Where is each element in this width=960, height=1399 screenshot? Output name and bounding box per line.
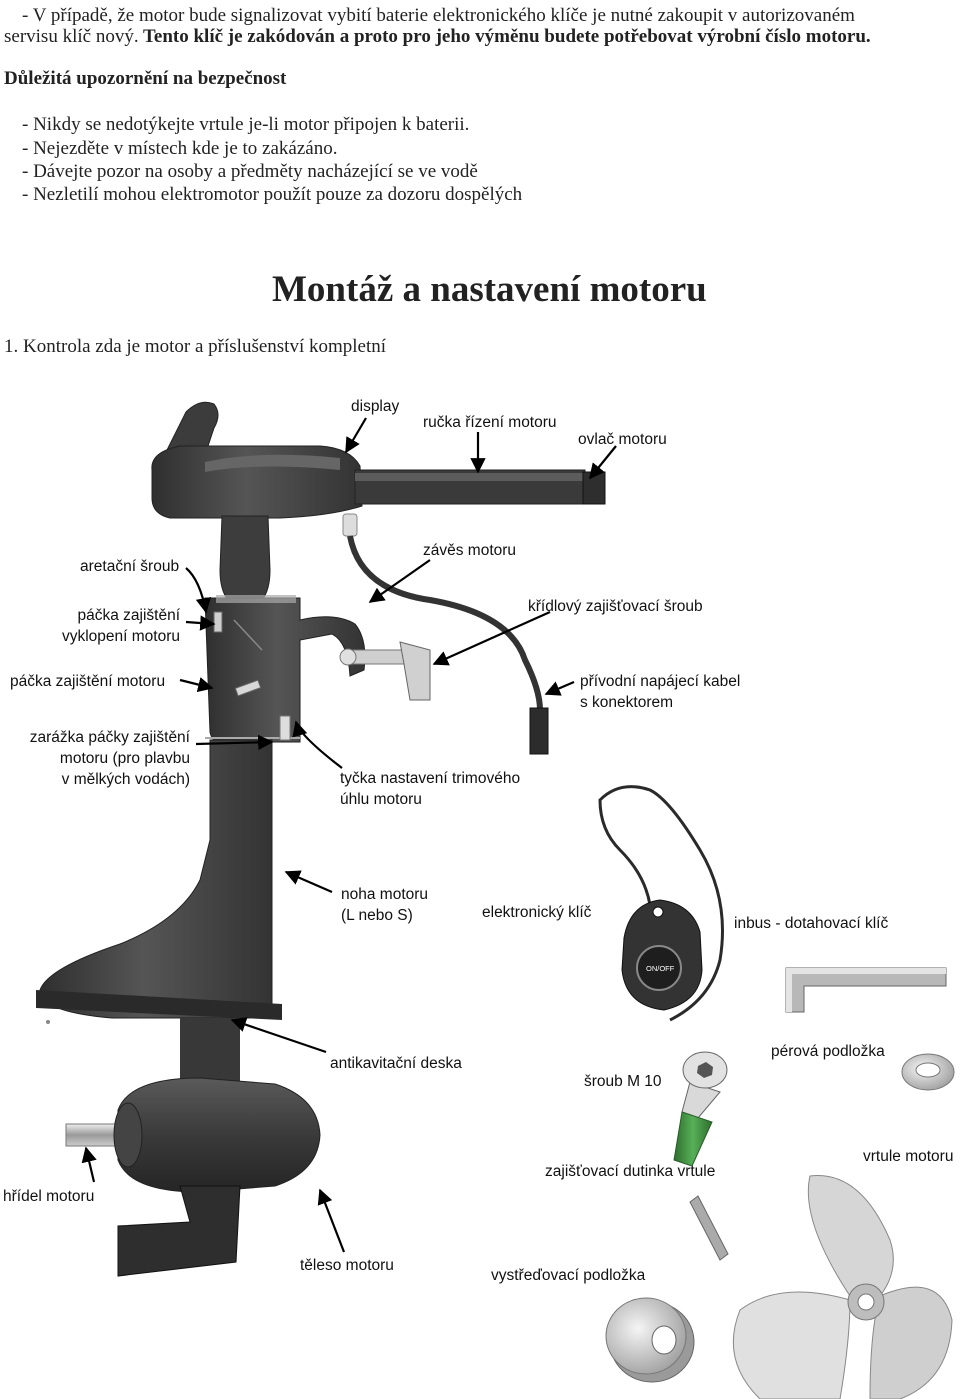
label-motor-body: těleso motoru (300, 1257, 394, 1274)
motor-pod (65, 1077, 321, 1277)
label-wing-screw: křídlový zajišťovací šroub (528, 598, 703, 615)
label-locking-screw: aretační šroub (80, 558, 180, 575)
label-spring-washer: pérová podložka (771, 1043, 885, 1060)
label-prop-pin: zajišťovací dutinka vrtule (545, 1163, 716, 1180)
label-allen-key: inbus - dotahovací klíč (734, 915, 889, 932)
spring-washer-image (901, 1053, 955, 1091)
allen-key-image (785, 967, 947, 1013)
label-anticavitation-plate: antikavitační deska (330, 1055, 462, 1072)
label-throttle: ovlač motoru (578, 431, 667, 448)
label-centering-washer: vystřeďovací podložka (491, 1267, 646, 1284)
motor-head (151, 401, 606, 601)
safety-item: - Nezletilí mohou elektromotor použít po… (22, 184, 523, 205)
label-mount: závěs motoru (423, 542, 517, 559)
label-leg: noha motoru (L nebo S) (341, 886, 429, 924)
arrows (81, 417, 617, 1253)
label-lever-stop: zarážka páčky zajištění motoru (pro plav… (29, 729, 190, 788)
electronic-key (598, 785, 724, 1022)
label-electronic-key: elektronický klíč (482, 904, 592, 921)
label-shaft: hřídel motoru (3, 1188, 95, 1205)
safety-heading: Důležitá upozornění na bezpečnost (4, 68, 287, 89)
intro-line-2-normal: servisu klíč nový. (4, 26, 139, 47)
key-onoff-text: ON/OFF (646, 964, 675, 973)
label-bolt: šroub M 10 (584, 1073, 662, 1090)
motor-leg (36, 739, 282, 1088)
label-propeller: vrtule motoru (863, 1148, 954, 1165)
motor-clamp (204, 595, 431, 743)
label-power-cable: přívodní napájecí kabel s konektorem (580, 673, 741, 711)
safety-item: - Dávejte pozor na osoby a předměty nach… (22, 161, 478, 182)
label-tiller: ručka řízení motoru (423, 414, 557, 431)
pin-image (689, 1195, 729, 1261)
label-tilt-lever: páčka zajištění vyklopení motoru (61, 607, 180, 645)
intro-line-2-bold: Tento klíč je zakódován a proto pro jeho… (138, 26, 871, 47)
safety-item: - Nikdy se nedotýkejte vrtule je-li moto… (22, 114, 470, 135)
centering-washer-image (605, 1297, 695, 1383)
step-1-heading: 1. Kontrola zda je motor a příslušenství… (4, 336, 387, 357)
label-trim-rod: tyčka nastavení trimového úhlu motoru (340, 770, 521, 808)
intro-line-2: servisu klíč nový. Tento klíč je zakódov… (4, 25, 871, 49)
safety-item: - Nejezděte v místech kde je to zakázáno… (22, 138, 338, 159)
page-title: Montáž a nastavení motoru (272, 269, 707, 310)
propeller-image (732, 1175, 953, 1399)
intro-line-1: - V případě, že motor bude signalizovat … (22, 5, 855, 26)
bolt-image (673, 1051, 728, 1167)
label-lock-lever: páčka zajištění motoru (10, 673, 166, 690)
label-display: display (351, 398, 400, 415)
